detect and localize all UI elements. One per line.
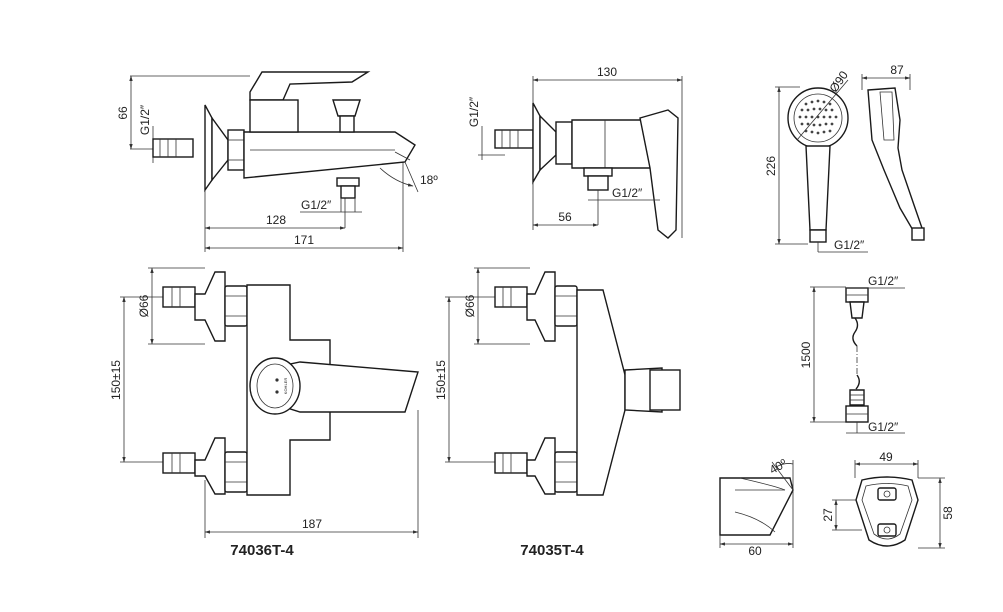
shower-hose-view: G1/2″ 1500 G1/2″ — [799, 274, 905, 434]
hose-dim-g12-bottom: G1/2″ — [868, 420, 899, 434]
shower-side-dim-g12-outlet: G1/2″ — [612, 186, 643, 200]
shower-side-dim-56: 56 — [558, 210, 572, 224]
bath-side-dim-18: 18º — [420, 173, 438, 187]
bath-side-dim-66: 66 — [116, 106, 130, 120]
bath-side-dim-128: 128 — [266, 213, 286, 227]
spout-detail-view: 40º 60 — [719, 456, 794, 558]
hose-dim-1500: 1500 — [799, 341, 813, 368]
shower-model-label: 74035T-4 — [520, 542, 584, 559]
wall-bracket-view: 49 27 58 — [821, 450, 955, 549]
bracket-dim-58: 58 — [941, 506, 955, 520]
bath-front-dim-187: 187 — [302, 517, 322, 531]
shower-front-dim-150: 150±15 — [434, 360, 448, 400]
bath-front-dim-dia66: Ø66 — [137, 294, 151, 317]
bath-side-dim-g12-outlet: G1/2″ — [301, 198, 332, 212]
shower-front-dim-dia66: Ø66 — [463, 294, 477, 317]
hand-shower-dim-87: 87 — [890, 63, 904, 77]
bath-mixer-side-view: 66 G1/2″ 18º G1/2″ 128 171 — [116, 71, 438, 252]
hose-dim-g12-top: G1/2″ — [868, 274, 899, 288]
bath-mixer-front-view: KOHLER Ø66 150±15 187 74036T-4 — [109, 267, 419, 559]
hand-shower-dim-g12: G1/2″ — [834, 238, 865, 252]
hand-shower-dim-226: 226 — [764, 156, 778, 176]
bath-side-dim-171: 171 — [294, 233, 314, 247]
bracket-dim-27: 27 — [821, 508, 835, 522]
bracket-dim-49: 49 — [879, 450, 893, 464]
bath-model-label: 74036T-4 — [230, 542, 294, 559]
brand-mark: KOHLER — [283, 378, 288, 395]
bath-front-dim-150: 150±15 — [109, 360, 123, 400]
shower-mixer-front-view: Ø66 150±15 74035T-4 — [434, 267, 681, 559]
shower-side-dim-130: 130 — [597, 65, 617, 79]
spout-dim-60: 60 — [748, 544, 762, 558]
bath-side-dim-g12-inlet: G1/2″ — [138, 104, 152, 135]
spout-dim-40: 40º — [767, 456, 790, 477]
shower-mixer-side-view: 130 G1/2″ G1/2″ 56 — [467, 65, 683, 239]
shower-side-dim-g12-inlet: G1/2″ — [467, 96, 481, 127]
nozzle-grid — [798, 99, 838, 135]
hand-shower-views: Ø90 87 226 G1/2″ — [764, 63, 925, 253]
